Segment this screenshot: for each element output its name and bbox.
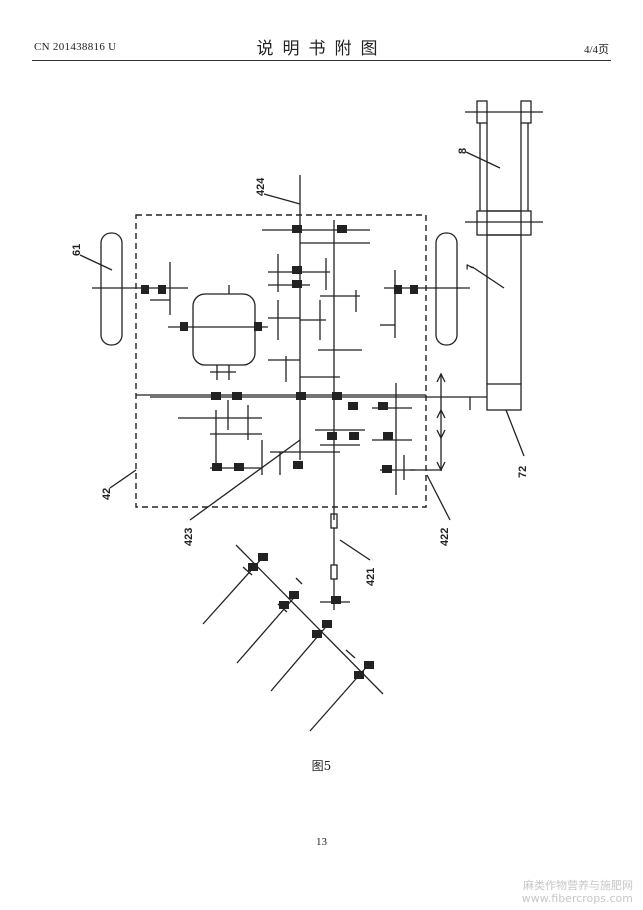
label-72: 72 bbox=[517, 466, 529, 478]
wheel-left bbox=[100, 232, 123, 346]
watermark: 麻类作物营养与施肥网 www.fibercrops.com bbox=[522, 879, 633, 905]
page-header: CN 201438816 U 说明书附图 4/4页 bbox=[0, 0, 643, 70]
figure-caption: 图5 bbox=[311, 759, 332, 773]
page-title: 说明书附图 bbox=[256, 39, 387, 59]
label-8: 8 bbox=[457, 148, 469, 154]
label-42: 42 bbox=[101, 488, 113, 500]
watermark-url: www.fibercrops.com bbox=[521, 892, 633, 905]
mid-pulley-block bbox=[476, 210, 532, 236]
leader-61 bbox=[79, 254, 113, 271]
leader-421 bbox=[339, 539, 371, 561]
leader-42 bbox=[109, 469, 137, 489]
page-count: 4/4页 bbox=[583, 44, 609, 56]
page-number: 13 bbox=[316, 836, 327, 848]
leader-422 bbox=[426, 474, 451, 521]
patent-number: CN 201438816 U bbox=[34, 41, 117, 53]
wheel-right bbox=[435, 232, 458, 346]
leader-72 bbox=[505, 409, 525, 457]
mid-pulley-core bbox=[486, 210, 522, 236]
leader-8 bbox=[465, 151, 501, 169]
pulley-72 bbox=[486, 383, 522, 411]
label-424: 424 bbox=[255, 177, 267, 196]
label-422: 422 bbox=[439, 528, 451, 546]
label-421: 421 bbox=[365, 568, 377, 586]
header-divider bbox=[32, 60, 611, 61]
label-423: 423 bbox=[183, 528, 195, 546]
arrow-up-head bbox=[436, 372, 446, 383]
arrow-mid-down bbox=[436, 429, 446, 440]
coupling-421-lower bbox=[330, 564, 338, 580]
gearbox-housing-dashed bbox=[135, 214, 427, 508]
engine-block bbox=[192, 293, 256, 366]
arrow-mid-up bbox=[436, 408, 446, 419]
label-61: 61 bbox=[71, 244, 83, 256]
leader-7 bbox=[473, 267, 505, 289]
leader-423 bbox=[189, 439, 301, 521]
leader-424 bbox=[263, 193, 301, 205]
label-7: 7 bbox=[465, 264, 477, 270]
watermark-title: 麻类作物营养与施肥网 bbox=[523, 879, 633, 892]
header-main-beam bbox=[235, 544, 384, 695]
